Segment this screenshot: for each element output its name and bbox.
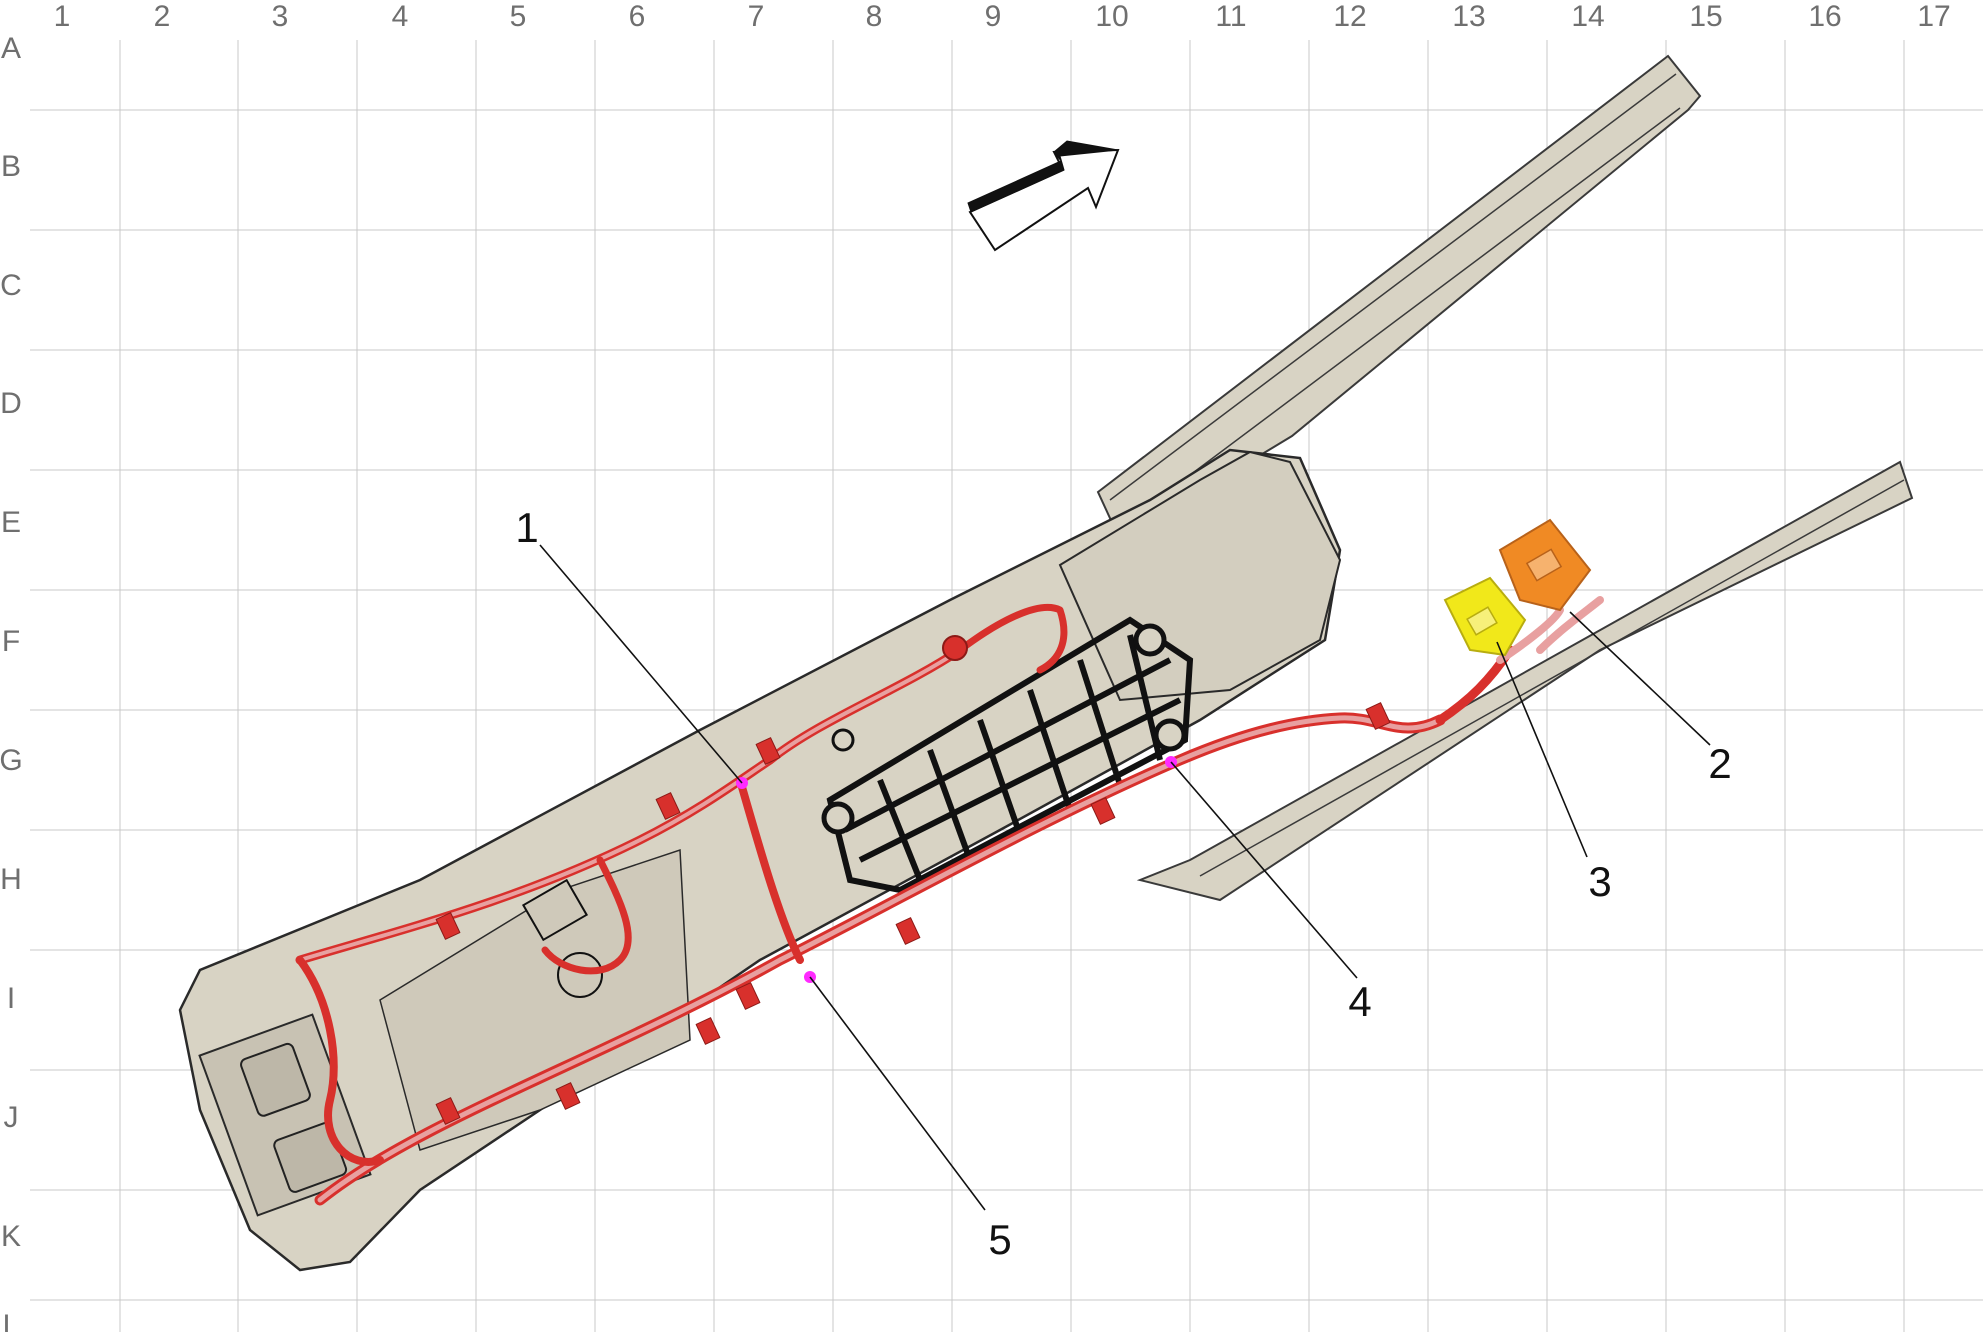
grid-column-label: 1 [54,0,71,33]
wiring-harness [295,596,1604,1206]
leader-line-1 [539,544,743,784]
grommet [942,635,968,661]
callout-leaders [539,544,1711,1211]
grid-row-label: I [7,982,15,1015]
harness-connector-lead [1496,606,1564,664]
leader-line-5 [809,976,986,1211]
grid-row-label: L [3,1309,20,1332]
grid-row-label: A [1,32,21,65]
aux-module [521,878,589,942]
harness-loop [736,776,804,964]
connector-orange [1498,518,1592,612]
row-labels: A B C D E F G H I J K L [0,32,23,1332]
callout-label-1: 1 [515,504,538,551]
leader-line-3 [1496,641,1588,858]
harness-clips [435,702,1391,1125]
grid-row-label: D [0,387,22,420]
leader-line-2 [1569,611,1711,746]
leader-line-4 [1170,761,1358,979]
harness-front-branch [541,856,632,975]
mount-boss [831,728,855,752]
grid-row-label: B [1,150,21,183]
grid-column-label: 8 [866,0,883,33]
arrow-forward-icon [967,140,1120,252]
mount-boss [821,801,855,835]
grid-row-label: J [4,1101,19,1134]
lower-rail [1136,460,1914,902]
grid-row-label: H [0,863,22,896]
harness-front-branch [296,956,384,1166]
aux-connector [557,952,603,998]
grid-row-label: E [1,506,21,539]
harness-connector-lead [1536,596,1604,654]
grid-column-label: 3 [272,0,289,33]
grid-row-label: F [2,625,20,658]
callout-label-2: 2 [1708,740,1731,787]
upper-rail-edge [1109,73,1677,501]
grid-column-label: 16 [1808,0,1841,33]
upper-rail-edge [1129,107,1681,521]
connector-yellow [1443,576,1527,657]
callout-label-5: 5 [988,1216,1011,1263]
grid-column-label: 15 [1689,0,1722,33]
harness-upper-branch-core [298,648,962,962]
callout-labels: 1 2 3 4 5 [515,504,1731,1263]
grid-column-label: 14 [1571,0,1604,33]
callout-label-3: 3 [1588,858,1611,905]
callout-label-4: 4 [1348,978,1371,1025]
upper-rail [1096,54,1702,542]
grid-column-label: 13 [1452,0,1485,33]
mount-boss [1153,718,1187,752]
grid-column-label: 17 [1917,0,1950,33]
grid-column-label: 7 [748,0,765,33]
arrow-shadow [967,140,1119,213]
grid-row-label: K [1,1220,21,1253]
grid-row-label: C [0,269,22,302]
grid-column-label: 2 [154,0,171,33]
grid-column-label: 12 [1333,0,1366,33]
grid-column-label: 9 [985,0,1002,33]
grid-column-label: 5 [510,0,527,33]
grid-column-label: 11 [1215,0,1246,33]
harness-trunk-core [317,715,1443,1203]
grid-row-label: G [0,744,23,777]
grid-column-label: 6 [629,0,646,33]
column-labels: 1 2 3 4 5 6 7 8 9 10 11 12 13 14 15 16 1… [54,0,1951,33]
mount-boss [1133,623,1167,657]
front-switch-1 [240,1042,311,1117]
grid-column-label: 10 [1095,0,1128,33]
lower-rail-edge [1199,479,1905,877]
grid-column-label: 4 [392,0,409,33]
harness-loop [956,603,1068,674]
